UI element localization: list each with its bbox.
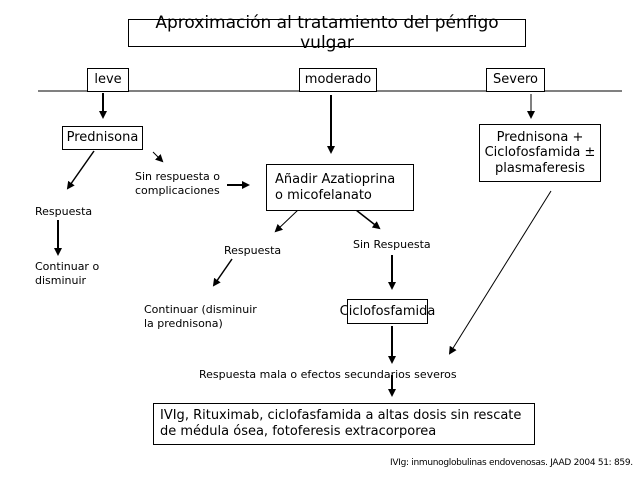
ciclofosfamida-box: Ciclofosfamida [340,299,435,324]
respuesta-mala-label: Respuesta mala o efectos secundarios sev… [199,368,457,381]
final-treatment-box: IVIg, Rituximab, ciclofasfamida a altas … [153,403,535,445]
line-2: o micofelanato [275,187,372,203]
arrow-severo-to-mala [448,190,552,355]
continuar-disminuir-label: Continuar o disminuir [35,260,99,288]
sin-respuesta-complicaciones-label: Sin respuesta o complicaciones [135,170,220,198]
arrow-pred-to-sinresp [152,151,164,163]
severity-severe-label: Severo [486,68,545,92]
continuar-prednisona-label: Continuar (disminuir la prednisona) [144,303,257,331]
line-1: Continuar o [35,260,100,273]
line-2: complicaciones [135,183,220,197]
respuesta-moderado-label: Respuesta [224,244,282,257]
line-2: de médula ósea, fotoferesis extracorpore… [160,424,437,439]
arrow-aza-to-sinresp [355,209,381,230]
arrow-pred-to-respuesta [66,150,95,190]
line-1: IVIg, Rituximab, ciclofasfamida a altas … [160,408,522,424]
line-2: disminuir [35,273,87,287]
respuesta-leve-label: Respuesta [35,205,93,218]
line-1: Prednisona + [496,129,584,145]
diagram-title: Aproximación al tratamiento del pénfigo … [128,13,526,53]
line-1: Continuar (disminuir [144,303,257,316]
line-1: Añadir Azatioprina [275,171,396,187]
sin-respuesta-moderado-label: Sin Respuesta [353,238,431,251]
line-2: la prednisona) [144,316,223,330]
anadir-azatioprina-box: Añadir Azatioprina o micofelanato [266,164,414,211]
arrow-aza-to-respuesta [274,209,299,233]
severo-treatment-box: Prednisona + Ciclofosfamida ± plasmafere… [479,124,601,182]
arrow-respuesta-to-continuar-pred [212,258,233,287]
severity-mild-label: leve [87,68,129,92]
line-1: Sin respuesta o [135,170,221,183]
severity-moderate-label: moderado [299,68,377,92]
line-2: Ciclofosfamida ± [484,145,596,161]
line-3: plasmaferesis [494,160,586,176]
footnote-reference: IVIg: inmunoglobulinas endovenosas. JAAD… [390,458,633,468]
prednisona-box: Prednisona [62,126,143,150]
